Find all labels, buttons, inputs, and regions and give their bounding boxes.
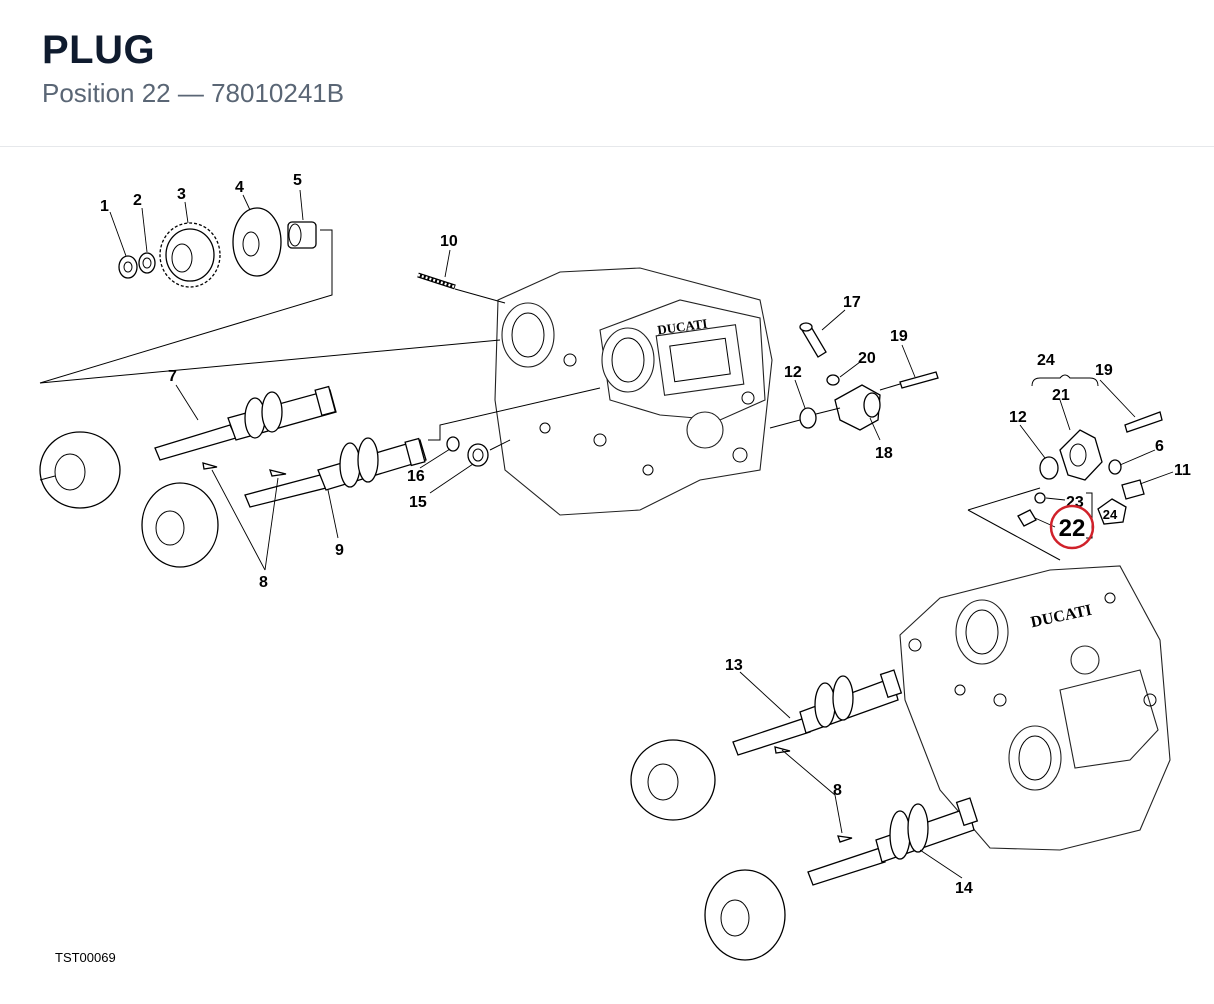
callout-9: 9	[335, 542, 344, 559]
ducati-engraving-upper: DUCATI	[656, 316, 708, 338]
drawing-code: TST00069	[55, 950, 116, 965]
callout-24: 24	[1037, 352, 1055, 369]
callout-12-right: 12	[1009, 409, 1027, 426]
callout-2: 2	[133, 192, 142, 209]
callout-17: 17	[843, 294, 861, 311]
washer-parts-15-16	[446, 436, 511, 467]
camshaft-14	[704, 797, 979, 961]
leader-lines	[109, 189, 1174, 879]
callout-8: 8	[259, 574, 268, 591]
callout-1: 1	[100, 198, 109, 215]
upper-cylinder-head: DUCATI	[494, 267, 773, 516]
camshaft-7	[39, 339, 501, 509]
callout-4: 4	[235, 179, 244, 196]
callout-19-right: 19	[1095, 362, 1113, 379]
callout-21: 21	[1052, 387, 1070, 404]
callout-15: 15	[409, 494, 427, 511]
callout-22-highlighted: 22	[1059, 515, 1086, 542]
lower-cylinder-head: DUCATI	[899, 565, 1171, 851]
callout-20: 20	[858, 350, 876, 367]
page-header: PLUG Position 22 — 78010241B	[0, 0, 1214, 147]
callout-14: 14	[955, 880, 973, 897]
highlight-ring	[1049, 504, 1095, 550]
callout-16: 16	[407, 468, 425, 485]
page-title: PLUG	[42, 28, 156, 72]
camshaft-9	[141, 387, 601, 568]
callout-18: 18	[875, 445, 893, 462]
callout-8-lower: 8	[833, 782, 842, 799]
callout-10: 10	[440, 233, 458, 250]
callout-11: 11	[1174, 462, 1191, 479]
callout-6: 6	[1155, 438, 1164, 455]
callout-labels: 1 2 3 4 5 10 7 17 20 19 12 18 16 15 9 8 …	[100, 172, 1191, 897]
callout-19: 19	[890, 328, 908, 345]
callout-5: 5	[293, 172, 302, 189]
callout-3: 3	[177, 186, 186, 203]
callout-24-pentagon: 24	[1103, 507, 1118, 522]
camshaft-13	[630, 669, 903, 821]
position-subtitle: Position 22 — 78010241B	[42, 78, 345, 108]
stud-10	[417, 272, 506, 304]
callout-13: 13	[725, 657, 743, 674]
callout-7: 7	[168, 368, 177, 385]
gear-assembly	[39, 207, 333, 384]
exploded-parts-diagram: DUCATI DUCATI	[0, 148, 1214, 999]
diagram-svg: DUCATI DUCATI	[39, 172, 1191, 961]
callout-12: 12	[784, 364, 802, 381]
thermostat-parts-17-20	[769, 322, 939, 431]
right-plug-group	[967, 374, 1163, 561]
